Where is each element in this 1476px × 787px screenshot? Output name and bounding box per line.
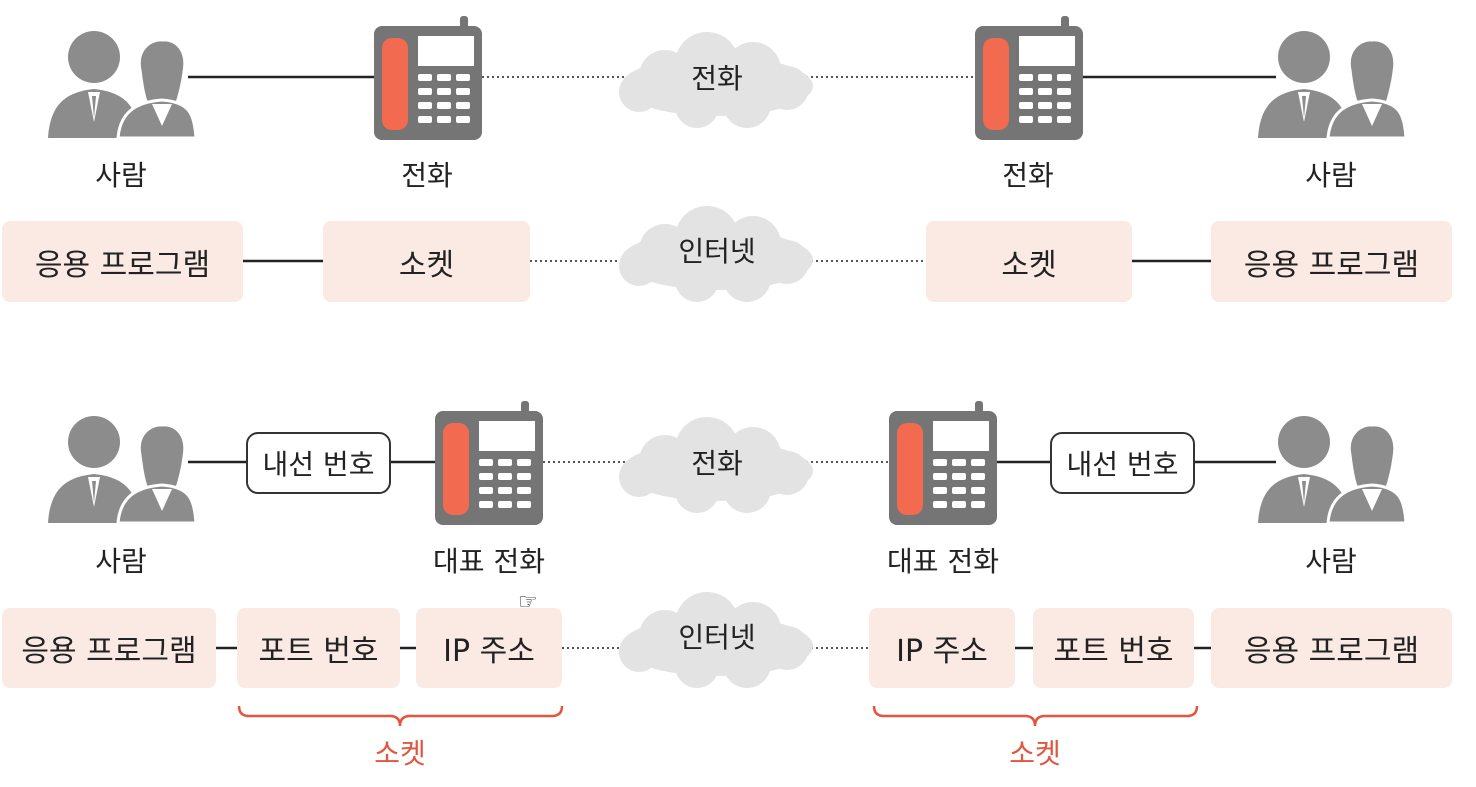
- label-person-top-left: 사람: [95, 159, 147, 192]
- label-main-phone-right: 대표 전화: [887, 545, 999, 578]
- box-app-top-left: 응용 프로그램: [2, 221, 243, 302]
- label-person-bottom-left: 사람: [95, 545, 147, 578]
- label-cloud-phone-top: 전화: [691, 62, 743, 95]
- hand-cursor-icon: ☞: [518, 590, 538, 615]
- people-icon-top-left: [46, 29, 198, 140]
- socket-brace-right: [872, 705, 1199, 727]
- label-cloud-internet-top: 인터넷: [678, 235, 756, 268]
- phone-icon-top-left: [374, 16, 482, 140]
- label-socket-brace-left: 소켓: [374, 737, 426, 770]
- label-cloud-phone-bottom: 전화: [691, 447, 743, 480]
- box-socket-top-left: 소켓: [323, 221, 530, 302]
- box-socket-top-right: 소켓: [926, 221, 1132, 302]
- phone-icon-bottom-left: [435, 401, 543, 525]
- label-phone-top-right: 전화: [1002, 159, 1054, 192]
- box-port-right: 포트 번호: [1033, 608, 1194, 688]
- label-socket-brace-right: 소켓: [1009, 737, 1061, 770]
- box-app-bottom-left: 응용 프로그램: [2, 608, 216, 688]
- box-extension-left: 내선 번호: [246, 432, 391, 494]
- box-extension-right: 내선 번호: [1050, 432, 1195, 494]
- label-person-bottom-right: 사람: [1305, 545, 1357, 578]
- phone-icon-bottom-right: [889, 401, 997, 525]
- box-app-bottom-right: 응용 프로그램: [1211, 608, 1452, 688]
- label-phone-top-left: 전화: [401, 159, 453, 192]
- box-port-left: 포트 번호: [237, 608, 400, 688]
- people-icon-bottom-left: [46, 414, 198, 525]
- phone-icon-top-right: [975, 16, 1083, 140]
- people-icon-bottom-right: [1256, 414, 1408, 525]
- box-ip-left: IP 주소: [416, 608, 562, 688]
- socket-brace-left: [237, 705, 564, 727]
- people-icon-top-right: [1256, 29, 1408, 140]
- label-cloud-internet-bottom: 인터넷: [678, 621, 756, 654]
- box-ip-right: IP 주소: [869, 608, 1015, 688]
- label-main-phone-left: 대표 전화: [433, 545, 545, 578]
- box-app-top-right: 응용 프로그램: [1211, 221, 1452, 302]
- label-person-top-right: 사람: [1305, 159, 1357, 192]
